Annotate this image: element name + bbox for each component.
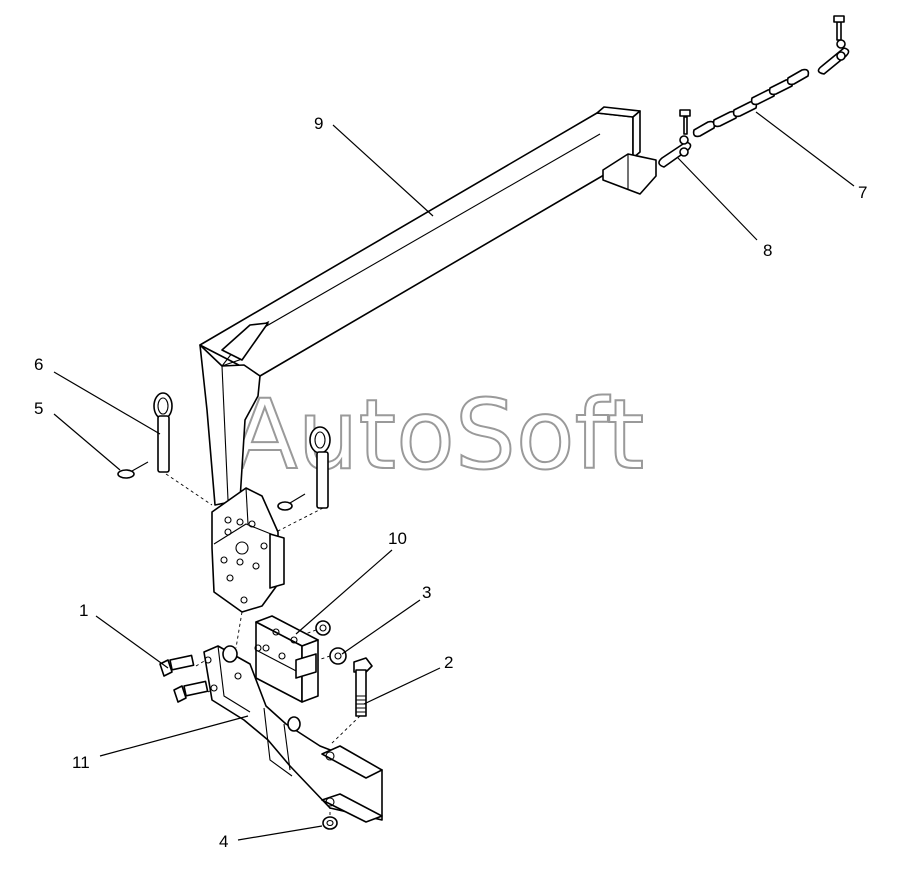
hitch-bracket	[211, 487, 285, 613]
callout-9: 9	[314, 114, 323, 133]
callout-5: 5	[34, 399, 43, 418]
callout-10: 10	[388, 529, 407, 548]
lock-clip-right	[277, 493, 306, 511]
shackle-beam	[658, 109, 692, 168]
callout-7: 7	[858, 183, 867, 202]
leader-lines	[53, 111, 855, 841]
callout-1: 1	[79, 601, 88, 620]
callout-4: 4	[219, 832, 228, 851]
callout-3: 3	[422, 583, 431, 602]
nut-upper	[315, 620, 331, 636]
nut-bottom	[322, 816, 338, 830]
clamp-block	[255, 615, 319, 703]
callout-11: 11	[72, 753, 90, 772]
drawbar-beam	[199, 106, 657, 506]
callout-6: 6	[34, 355, 43, 374]
watermark: AutoSoft	[232, 379, 644, 491]
nut-lower	[329, 647, 347, 665]
bolt-lower	[173, 680, 209, 703]
safety-chain	[692, 15, 850, 138]
lower-bar	[203, 644, 383, 823]
lock-clip-left	[117, 461, 149, 479]
callout-2: 2	[444, 653, 453, 672]
callout-8: 8	[763, 241, 772, 260]
pin-left	[153, 392, 173, 473]
long-bolt	[353, 657, 373, 717]
